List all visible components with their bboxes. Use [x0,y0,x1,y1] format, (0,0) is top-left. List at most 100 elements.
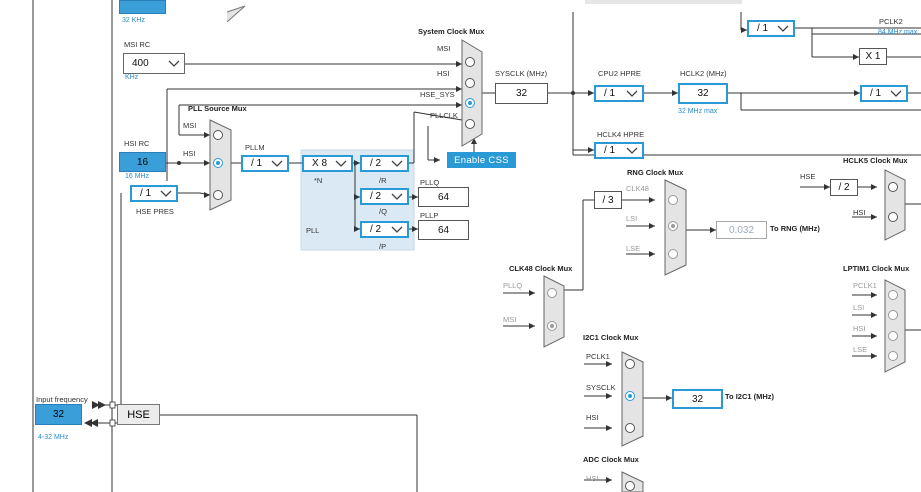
hse-pres-select[interactable]: / 1 [130,185,178,202]
clk48-pllq-label: PLLQ [503,281,523,290]
hclk4-hpre-value: / 1 [604,145,616,156]
chevron-down-icon [777,25,789,32]
pllq-output-label: PLLQ [420,178,440,187]
pllr-value: / 2 [370,158,382,169]
apb2-prescaler-select[interactable]: / 1 [747,20,795,37]
pllq-div-label: /Q [379,207,387,216]
hclk5-hse-label: HSE [800,172,816,181]
plln-value: X 8 [312,158,328,169]
hsi-unit: 16 MHz [125,173,150,180]
hse-oscillator: HSE [117,404,160,425]
chevron-down-icon [160,190,172,197]
pll-source-mux [209,119,232,211]
pllr-select[interactable]: / 2 [360,155,409,172]
input-frequency-label: Input frequency [36,395,88,404]
hclk5-hsi-label: HSI [853,208,866,217]
plln-select[interactable]: X 8 [302,155,353,172]
right-prescaler-value: / 1 [870,88,882,99]
cpu2-hpre-select[interactable]: / 1 [594,85,644,102]
adc-mux-title: ADC Clock Mux [583,455,639,464]
hclk5-clock-mux [884,169,906,241]
rng-lsi-label: LSI [626,214,638,223]
pclk2-label: PCLK2 [879,17,903,26]
hclk2-max: 32 MHz max [678,108,718,115]
pllp-div-value: / 2 [370,224,382,235]
pllq-select[interactable]: / 2 [360,188,409,205]
i2c1-pclk1-label: PCLK1 [586,352,610,361]
lse-unit: 32 KHz [122,17,145,24]
adc-clock-mux [621,471,644,492]
hclk5-div2: / 2 [830,179,858,196]
chevron-down-icon [890,90,902,97]
hclk2-value[interactable]: 32 [678,83,728,104]
hclk2-label: HCLK2 (MHz) [680,69,727,78]
cpu2-hpre-label: CPU2 HPRE [598,69,641,78]
pllp-output-label: PLLP [420,211,439,220]
lse-value-box[interactable] [119,0,166,14]
sysclk-value[interactable]: 32 [495,83,548,104]
sysmux-pllclk-label: PLLCLK [430,111,458,120]
lptim1-lse-label: LSE [853,345,868,354]
pllm-value: / 1 [251,158,263,169]
sysmux-hsi-label: HSI [437,69,450,78]
pll-label: PLL [306,226,320,235]
lptim1-lsi-label: LSI [853,303,865,312]
i2c1-to-label: To I2C1 (MHz) [725,392,775,401]
adc-hsi-label: HSI [586,474,599,483]
msi-rc-select[interactable]: 400 [123,53,185,74]
rng-div3: / 3 [594,191,622,209]
i2c1-sysclk-label: SYSCLK [586,383,616,392]
pclk2-max: 84 MHz max [878,29,918,36]
clk48-mux-title: CLK48 Clock Mux [509,264,573,273]
rng-lse-label: LSE [626,244,641,253]
enable-css-button[interactable]: Enable CSS [447,152,516,168]
clk48-clock-mux [543,275,565,348]
chevron-down-icon [168,60,180,67]
system-clock-mux [461,39,483,147]
input-frequency-value[interactable]: 32 [35,404,82,425]
rng-output-value: 0.032 [716,221,767,239]
pllr-label: /R [379,176,387,185]
lptim1-pclk1-label: PCLK1 [853,281,877,290]
right-prescaler-select[interactable]: / 1 [860,85,908,102]
pll-mux-hsi-label: HSI [183,149,196,158]
input-frequency-range: 4-32 MHz [38,434,69,441]
hclk4-hpre-label: HCLK4 HPRE [597,130,645,139]
msi-rc-value: 400 [132,58,149,69]
chevron-down-icon [391,160,403,167]
chevron-down-icon [335,160,347,167]
cpu2-hpre-value: / 1 [604,88,616,99]
pll-source-mux-title: PLL Source Mux [188,104,247,113]
x1-multiplier: X 1 [859,48,887,65]
pllp-output-value: 64 [418,220,469,240]
hsi-rc-label: HSI RC [124,139,150,148]
lptim1-hsi-label: HSI [853,324,866,333]
top-scroll-bar [585,0,742,4]
hse-pres-value: / 1 [140,188,152,199]
pllq-output-value: 64 [418,187,469,207]
chevron-down-icon [391,226,403,233]
sysmux-hse-sys-label: HSE_SYS [420,90,455,99]
pllp-select[interactable]: / 2 [360,221,409,238]
system-clock-mux-title: System Clock Mux [418,27,485,36]
rng-clock-mux-title: RNG Clock Mux [627,168,684,177]
pllm-label: PLLM [245,143,265,152]
hclk4-hpre-select[interactable]: / 1 [594,142,644,159]
pll-mux-msi-label: MSI [183,121,197,130]
rng-clk48-label: CLK48 [626,184,649,193]
chevron-down-icon [391,193,403,200]
hsi-rc-value-box: 16 [119,152,166,172]
clk48-msi-label: MSI [503,315,517,324]
chevron-down-icon [271,160,283,167]
msi-unit: KHz [125,74,139,81]
pllq-div-value: / 2 [370,191,382,202]
rng-to-label: To RNG (MHz) [770,224,820,233]
i2c1-output-value[interactable]: 32 [672,389,723,409]
pllp-div-label: /P [379,242,387,251]
lptim1-mux-title: LPTIM1 Clock Mux [843,264,910,273]
pllm-select[interactable]: / 1 [241,155,289,172]
msi-rc-label: MSI RC [124,40,151,49]
chevron-down-icon [626,147,638,154]
